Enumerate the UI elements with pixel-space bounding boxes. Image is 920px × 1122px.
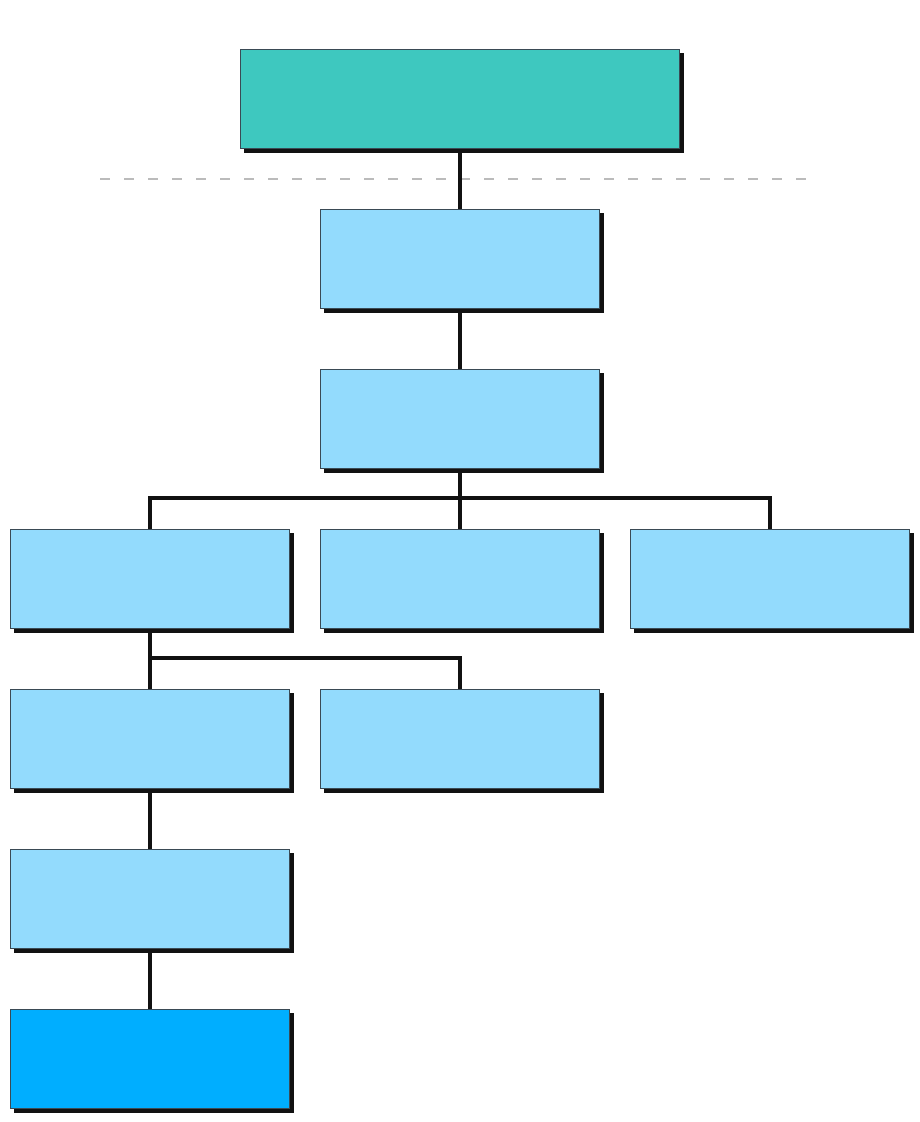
node-level5[interactable] <box>10 849 290 949</box>
node-level6-highlight[interactable] <box>10 1009 290 1109</box>
connector-level3-branch <box>150 656 462 690</box>
node-level2[interactable] <box>320 369 600 469</box>
node-level4-left[interactable] <box>10 689 290 789</box>
connector-lines <box>148 150 772 1010</box>
connector-level2-branch <box>148 496 772 530</box>
node-level3-center[interactable] <box>320 529 600 629</box>
node-level3-left[interactable] <box>10 529 290 629</box>
node-level1[interactable] <box>320 209 600 309</box>
node-level4-right[interactable] <box>320 689 600 789</box>
node-root[interactable] <box>240 49 680 149</box>
node-level3-right[interactable] <box>630 529 910 629</box>
